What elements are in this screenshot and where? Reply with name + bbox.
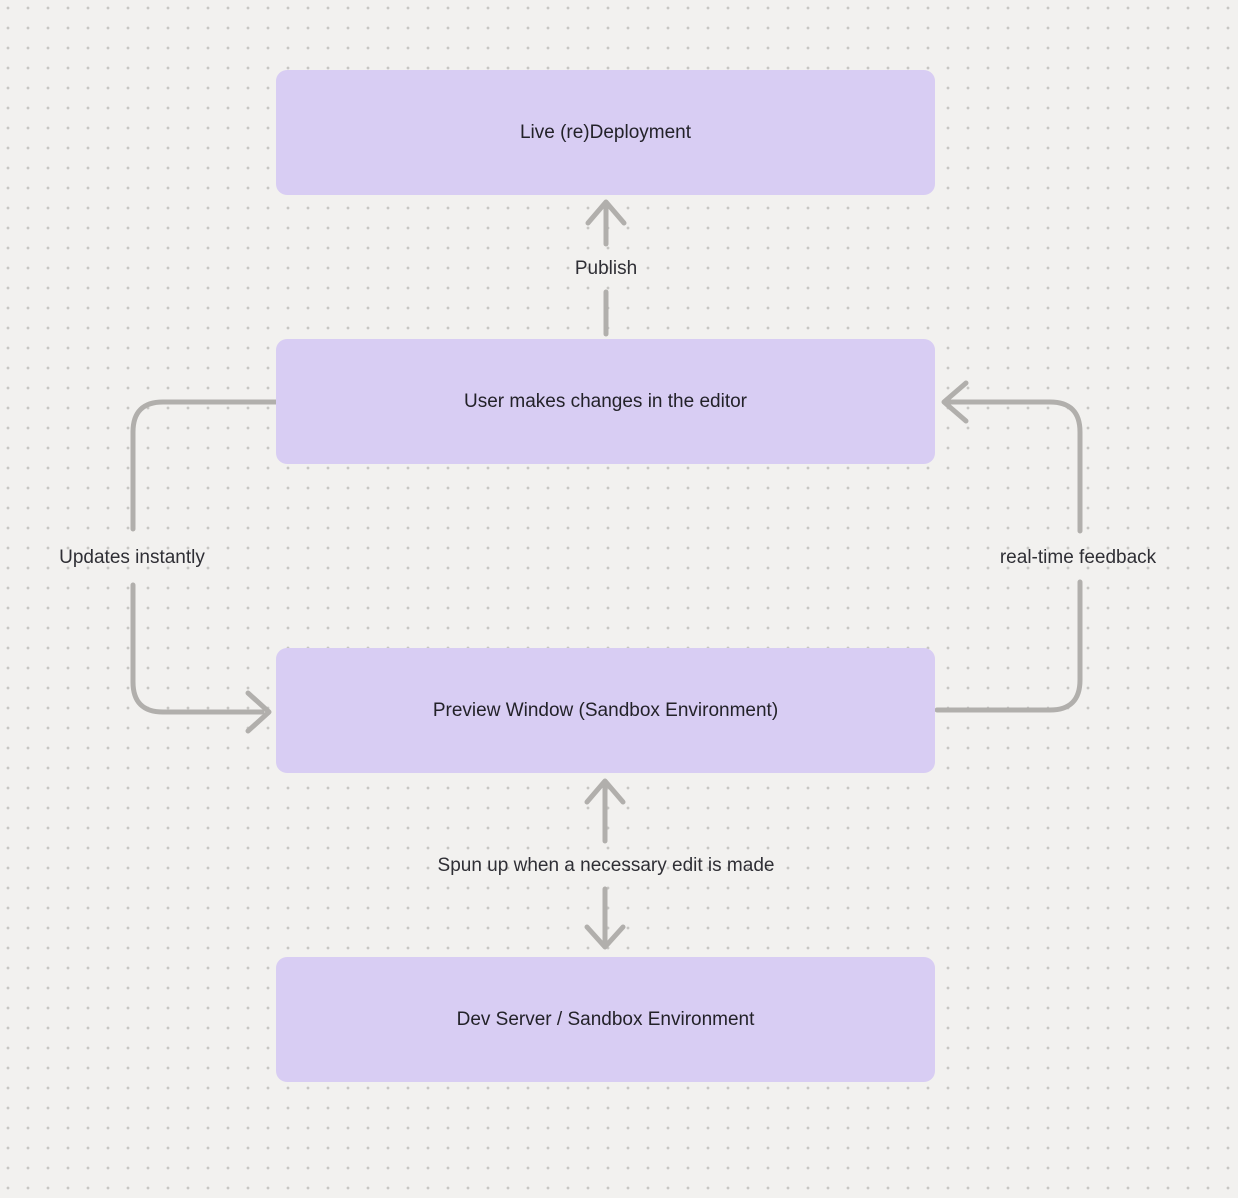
edge-updates-instantly[interactable]	[130, 399, 280, 734]
edge-updates-segment-top	[130, 399, 280, 532]
edge-spun-up[interactable]	[584, 778, 626, 950]
node-preview-window-label: Preview Window (Sandbox Environment)	[432, 699, 779, 721]
edge-realtime-feedback[interactable]	[934, 380, 1083, 713]
node-user-editor-label: User makes changes in the editor	[463, 390, 748, 412]
edge-label-spun-up: Spun up when a necessary edit is made	[437, 855, 775, 876]
arrowhead-left-icon	[941, 380, 969, 424]
node-dev-server-label: Dev Server / Sandbox Environment	[456, 1008, 755, 1030]
edge-realtime-segment-bottom	[934, 579, 1083, 713]
node-live-redeployment[interactable]: Live (re)Deployment	[276, 70, 935, 195]
arrowhead-down-icon	[584, 924, 626, 950]
node-live-redeployment-label: Live (re)Deployment	[519, 121, 692, 143]
node-preview-window[interactable]: Preview Window (Sandbox Environment)	[276, 648, 935, 773]
edge-updates-segment-bottom	[130, 582, 265, 715]
arrowhead-right-icon	[245, 690, 272, 734]
edge-label-publish: Publish	[574, 258, 638, 279]
edge-publish[interactable]	[585, 199, 627, 337]
edge-label-realtime-feedback: real-time feedback	[999, 547, 1157, 568]
edge-realtime-segment-top	[947, 399, 1083, 534]
node-dev-server[interactable]: Dev Server / Sandbox Environment	[276, 957, 935, 1082]
arrowhead-up-icon	[585, 199, 627, 226]
node-user-editor[interactable]: User makes changes in the editor	[276, 339, 935, 464]
arrowhead-up-icon	[584, 778, 626, 805]
edge-label-updates-instantly: Updates instantly	[59, 547, 205, 568]
